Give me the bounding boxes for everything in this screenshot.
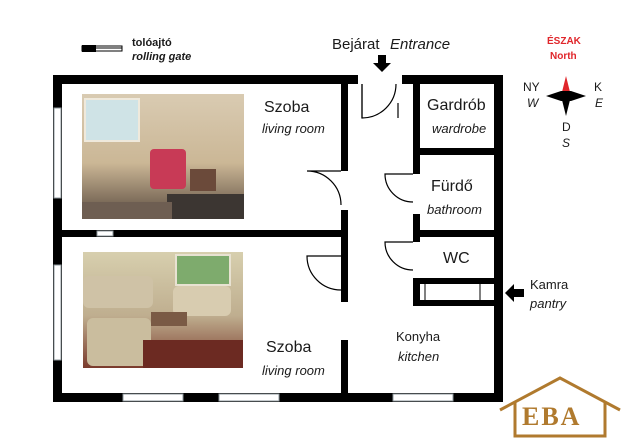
room-living2-en: living room bbox=[262, 363, 325, 378]
room-living1-hu: Szoba bbox=[264, 99, 310, 116]
sofa-image bbox=[83, 276, 153, 308]
legend-gate-en: rolling gate bbox=[132, 51, 192, 63]
room-pantry-hu: Kamra bbox=[530, 277, 569, 292]
pantry-door bbox=[424, 284, 481, 300]
room-wardrobe-en: wardrobe bbox=[432, 121, 487, 136]
compass-north-en: North bbox=[550, 51, 577, 62]
eba-logo-text: EBA bbox=[522, 402, 582, 431]
living-room-2-photo bbox=[83, 252, 243, 368]
room-kitchen-en: kitchen bbox=[398, 349, 440, 364]
compass-rose-icon bbox=[546, 76, 586, 116]
cushion-image bbox=[190, 169, 216, 191]
armchair-image bbox=[150, 149, 186, 189]
sofa-image bbox=[167, 194, 244, 219]
living-room-1-photo bbox=[82, 94, 244, 219]
room-wc-hu: WC bbox=[443, 250, 470, 267]
rug-image bbox=[82, 202, 172, 219]
legend-gate-hu: tolóajtó bbox=[132, 37, 172, 49]
windows bbox=[53, 107, 454, 402]
room-living1-en: living room bbox=[262, 121, 325, 136]
window-image bbox=[84, 98, 140, 142]
table-image bbox=[151, 312, 187, 326]
rolling-gate-icon bbox=[81, 45, 123, 52]
entrance-gap bbox=[358, 75, 402, 84]
armchair-image bbox=[87, 318, 151, 366]
room-kitchen-hu: Konyha bbox=[396, 329, 441, 344]
window-image bbox=[175, 254, 231, 286]
pantry-arrow-icon bbox=[505, 284, 524, 302]
room-bathroom-en: bathroom bbox=[427, 202, 482, 217]
compass-north-hu: ÉSZAK bbox=[547, 36, 581, 47]
entrance-label-en: Entrance bbox=[390, 36, 451, 53]
doors bbox=[306, 83, 414, 291]
compass-e: E bbox=[595, 96, 604, 110]
compass-k: K bbox=[594, 80, 603, 94]
compass-d: D bbox=[562, 120, 571, 134]
compass-w: W bbox=[527, 96, 539, 110]
sofa-image bbox=[173, 286, 231, 316]
entrance-arrow-icon bbox=[373, 55, 391, 72]
interior-walls bbox=[62, 84, 494, 394]
room-pantry-en: pantry bbox=[530, 296, 567, 311]
rug-image bbox=[143, 340, 243, 368]
room-living2-hu: Szoba bbox=[266, 339, 312, 356]
room-wardrobe-hu: Gardrób bbox=[427, 97, 486, 114]
eba-logo-house-icon bbox=[499, 376, 621, 438]
room-bathroom-hu: Fürdő bbox=[431, 178, 473, 195]
compass-ny: NY bbox=[523, 80, 540, 94]
entrance-label-hu: Bejárat bbox=[332, 36, 380, 53]
compass-s: S bbox=[562, 136, 571, 150]
